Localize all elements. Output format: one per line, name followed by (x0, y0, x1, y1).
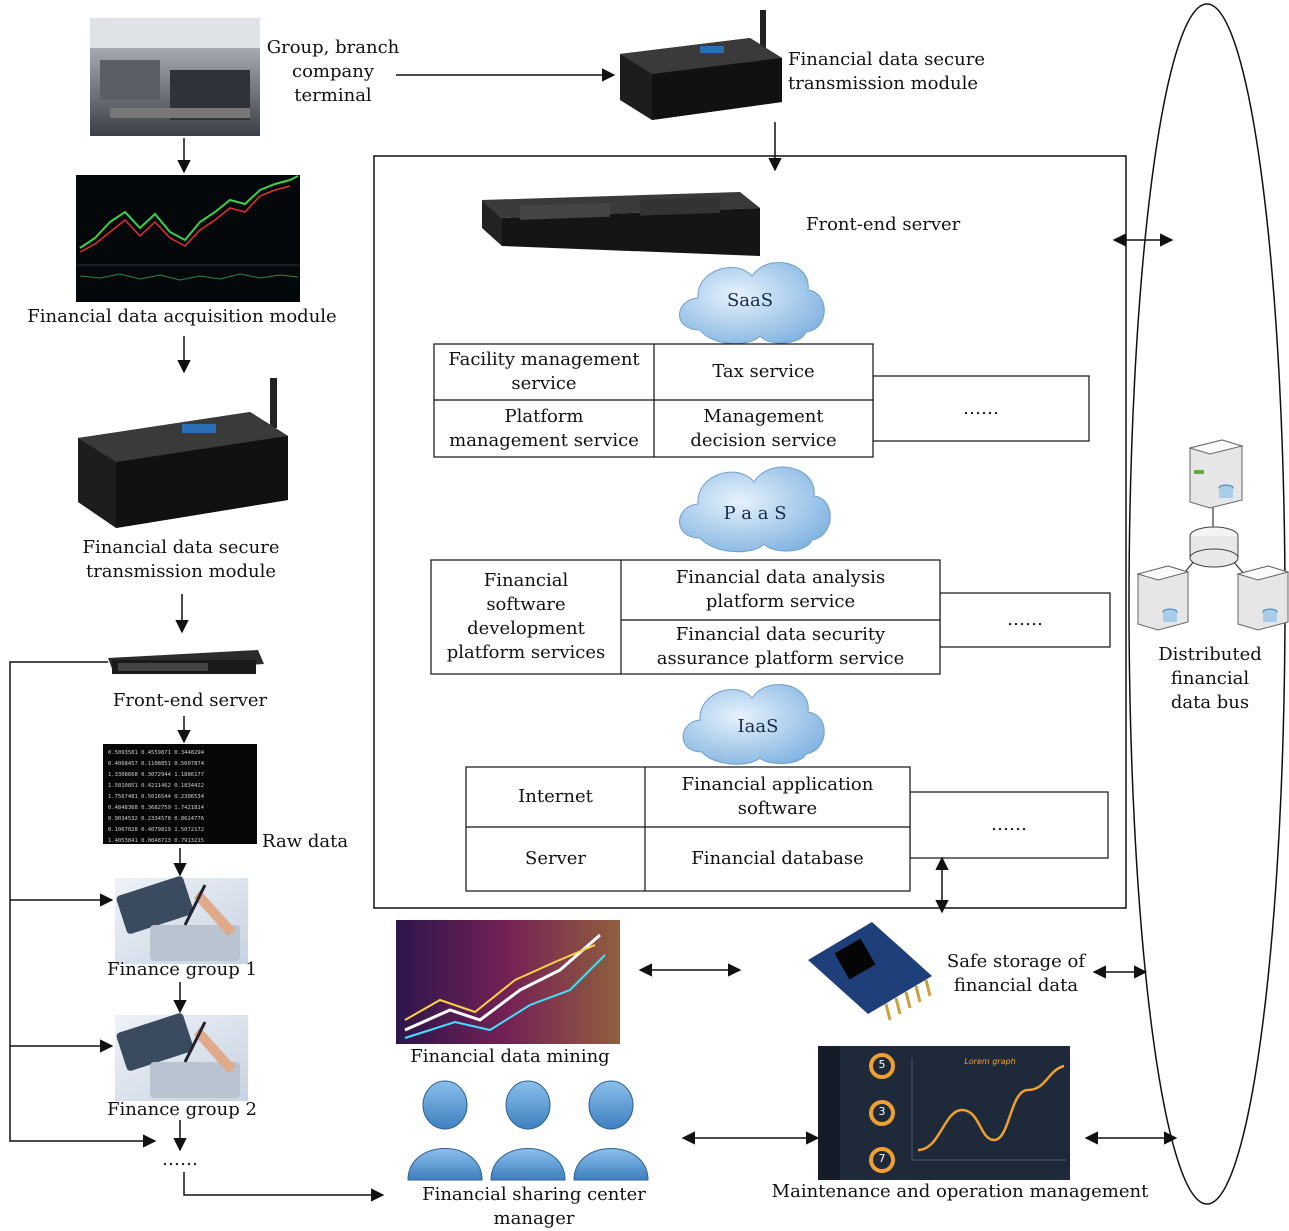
software-development-cell: Financial software development platform … (446, 570, 606, 663)
security-assurance-cell: Financial data security assurance platfo… (656, 624, 905, 669)
gauge-value-1: 5 (878, 1058, 886, 1071)
application-software-cell: Financial application software (681, 774, 874, 819)
maintenance-dashboard-image: Lorem graph (818, 1046, 1070, 1180)
financial-database-cell: Financial database (691, 848, 864, 869)
svg-text:1.5010851 0.4211462 0.1834422: 1.5010851 0.4211462 0.1834422 (108, 783, 204, 789)
raw-data-image: 0.5093581 0.4559871 0.3448294 0.4068457 … (103, 744, 257, 844)
left-ellipsis: …… (162, 1149, 198, 1170)
data-bus-label: Distributed financial data bus (1158, 644, 1262, 713)
front-end-server-main (482, 192, 760, 256)
svg-text:0.4848368 0.3682759 1.7421814: 0.4848368 0.3682759 1.7421814 (108, 805, 205, 811)
server-cell: Server (524, 848, 586, 869)
saas-table-lines (433, 343, 1090, 458)
distributed-servers-icon (1136, 439, 1289, 631)
maintenance-label: Maintenance and operation management (771, 1181, 1149, 1202)
paas-more-cell: …… (1007, 609, 1043, 630)
management-decision-cell: Management decision service (690, 405, 837, 451)
bidirectional-arrows (638, 233, 1178, 1145)
finance-group-2-image (115, 1013, 248, 1101)
transmission-device-top (620, 10, 782, 120)
iaas-table-lines (465, 766, 1109, 892)
iaas-cloud (682, 684, 825, 765)
data-mining-image (396, 920, 620, 1044)
front-end-server-left (108, 650, 264, 674)
stock-chart-image (76, 175, 300, 302)
internet-cell: Internet (518, 786, 593, 807)
data-analysis-cell: Financial data analysis platform service (675, 567, 886, 612)
office-terminal-photo (90, 18, 260, 136)
paas-cloud-label: P a a S (723, 503, 787, 524)
gauge-value-2: 3 (878, 1105, 886, 1118)
raw-data-label: Raw data (262, 831, 349, 852)
svg-text:1.7567481 0.5016544 0.2306534: 1.7567481 0.5016544 0.2306534 (108, 794, 205, 800)
safe-storage-label: Safe storage of financial data (946, 951, 1086, 996)
paas-cloud (679, 466, 831, 553)
secure-module-top-label: Financial data secure transmission modul… (788, 49, 985, 94)
svg-text:0.0034532 0.2334578 0.8624776: 0.0034532 0.2334578 0.8624776 (108, 816, 204, 822)
secure-module-left-label: Financial data secure transmission modul… (82, 537, 280, 582)
iaas-more-cell: …… (991, 814, 1027, 835)
tax-service-cell: Tax service (712, 361, 815, 382)
iaas-cloud-label: IaaS (737, 716, 779, 737)
svg-text:0.5093581 0.4559871 0.3448294: 0.5093581 0.4559871 0.3448294 (108, 750, 205, 756)
svg-text:1.3308668 0.3072944 1.1886177: 1.3308668 0.3072944 1.1886177 (108, 772, 204, 778)
graph-title: Lorem graph (964, 1057, 1015, 1066)
finance-group-1-image (115, 876, 248, 964)
terminal-label: Group, branch company terminal (266, 37, 400, 106)
transmission-device-left (78, 378, 288, 528)
acquisition-module-label: Financial data acquisition module (27, 306, 337, 327)
finance-group-2-label: Finance group 2 (107, 1099, 257, 1120)
svg-text:1.4053841 0.0048713 0.7913215: 1.4053841 0.0048713 0.7913215 (108, 838, 204, 844)
front-end-left-label: Front-end server (112, 690, 268, 711)
facility-management-cell: Facility management service (448, 349, 640, 394)
data-mining-label: Financial data mining (410, 1046, 610, 1067)
storage-board-image (808, 922, 932, 1021)
cloud-platform-box (373, 155, 1127, 909)
paas-table-lines (430, 559, 1111, 675)
left-column-arrows (9, 138, 385, 1202)
finance-group-1-label: Finance group 1 (107, 959, 257, 980)
gauge-value-3: 7 (878, 1152, 886, 1165)
manager-people-icon (407, 1080, 649, 1181)
front-end-main-label: Front-end server (806, 214, 961, 235)
svg-text:0.1067028 0.4079819 1.5072172: 0.1067028 0.4079819 1.5072172 (108, 827, 204, 833)
platform-management-cell: Platform management service (449, 405, 639, 451)
saas-more-cell: …… (963, 397, 999, 419)
saas-cloud-label: SaaS (726, 290, 774, 311)
svg-text:0.4068457 0.1108851 0.5007874: 0.4068457 0.1108851 0.5007874 (108, 761, 205, 767)
saas-cloud (679, 262, 825, 345)
manager-label: Financial sharing center manager (422, 1184, 646, 1229)
